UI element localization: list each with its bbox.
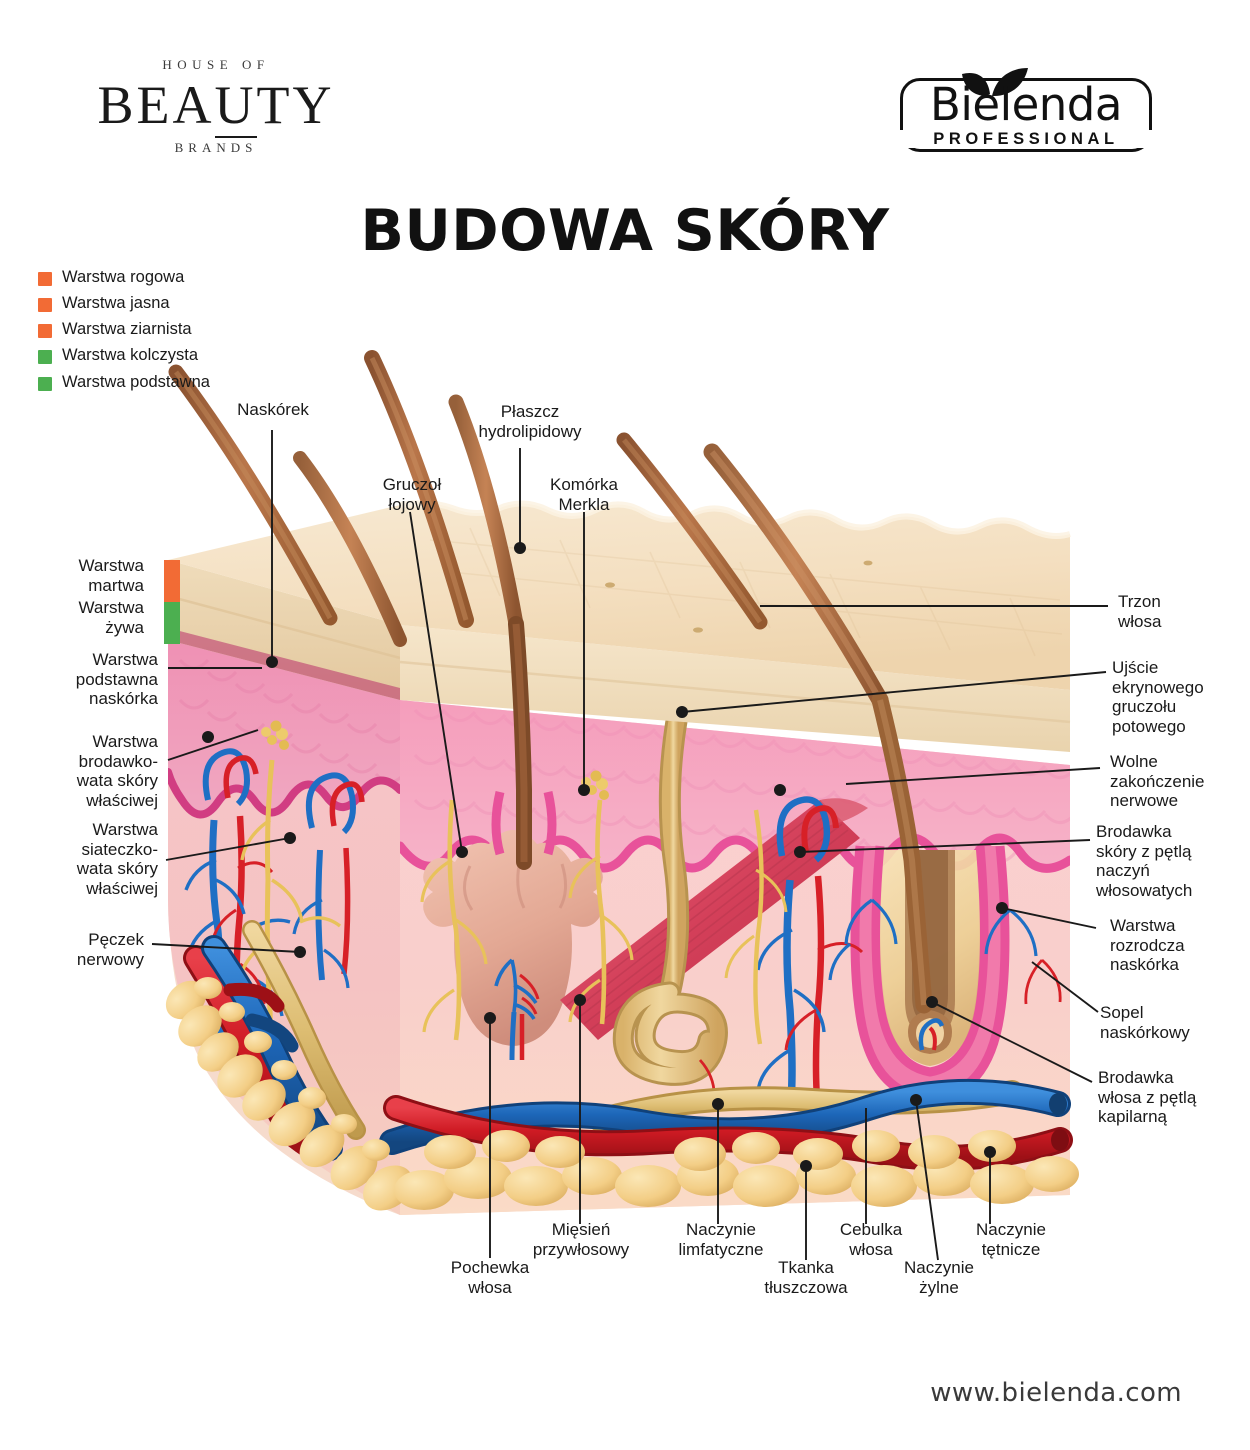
legend-item: Warstwa ziarnista (38, 320, 223, 339)
legend-label: Warstwa podstawna (62, 372, 210, 391)
label-pochewka-wlosa: Pochewka włosa (450, 1258, 530, 1297)
label-miesien-przywlosowy: Mięsień przywłosowy (532, 1220, 630, 1259)
legend-label: Warstwa kolczysta (62, 346, 198, 365)
layer-bar-dead (164, 560, 180, 602)
label-warstwa-podstawna-naskorka: Warstwa podstawna naskórka (75, 650, 158, 709)
label-warstwa-martwa: Warstwa martwa (78, 556, 145, 595)
label-brodawka-wlosa-z-petla: Brodawka włosa z pętlą kapilarną (1098, 1068, 1197, 1127)
label-sopel-naskorkowy: Sopel naskórkowy (1100, 1003, 1190, 1042)
epidermis-left-face (168, 560, 400, 700)
arrector-pili-muscle (560, 798, 868, 1040)
hob-part-b: TY (256, 75, 335, 135)
legend-swatch (38, 324, 52, 339)
legend-swatch (38, 376, 52, 391)
epidermis-top-surface (168, 503, 1070, 690)
papillary-dermis-left (168, 640, 400, 815)
dermis-left-face (168, 640, 400, 1215)
merkel-cell (581, 770, 609, 800)
website-url: www.bielenda.com (930, 1378, 1182, 1408)
subcutaneous-layer (168, 900, 1070, 1215)
bielenda-professional-logo: Bielenda PROFESSIONAL (900, 68, 1160, 156)
label-gruczol-lojowy: Gruczoł łojowy (382, 475, 442, 514)
hair-follicle-sheath (850, 845, 1010, 1103)
deep-vascular-plexus (379, 1079, 1073, 1171)
label-plaszcz-hydrolipidowy: Płaszcz hydrolipidowy (478, 402, 582, 441)
epidermis-front-face (400, 625, 1070, 752)
eccrine-sweat-gland (612, 701, 728, 1086)
label-ujscie-ekrynowego-gruczolu-potowego: Ujście ekrynowego gruczołu potowego (1112, 658, 1204, 737)
label-cebulka-wlosa: Cebulka włosa (839, 1220, 903, 1259)
label-peczek-nerwowy: Pęczek nerwowy (76, 930, 144, 969)
left-face-vessels (183, 920, 366, 1163)
dermal-vessels-left (184, 720, 365, 1111)
label-brodawka-skory-z-petla: Brodawka skóry z pętlą naczyń włosowatyc… (1096, 822, 1193, 901)
leaf-icon (962, 68, 1028, 96)
meissner-corpuscle (261, 720, 289, 750)
hob-part-u: U (214, 75, 257, 138)
label-warstwa-zywa: Warstwa żywa (78, 598, 145, 637)
layer-bar-alive (164, 602, 180, 644)
label-trzon-wlosa: Trzon włosa (1118, 592, 1162, 631)
legend-label: Warstwa jasna (62, 294, 170, 313)
label-naczynie-zylne: Naczynie żylne (904, 1258, 974, 1297)
leader-dots (202, 542, 1008, 1172)
page-title: BUDOWA SKÓRY (360, 198, 890, 264)
logo-frame (900, 78, 1152, 152)
legend-swatch (38, 272, 52, 286)
dermal-vessels-right (420, 770, 1062, 1111)
legend-label: Warstwa ziarnista (62, 320, 192, 339)
papillary-dermis-right (400, 700, 1070, 869)
label-komorka-merkla: Komórka Merkla (549, 475, 619, 514)
left-hair-follicle (491, 790, 557, 856)
label-naskorek: Naskórek (237, 400, 309, 419)
dermis-right-face (400, 700, 1070, 1215)
legend-item: Warstwa podstawna (38, 373, 223, 392)
label-naczynie-tetnicze: Naczynie tętnicze (976, 1220, 1046, 1259)
hob-top-text: HOUSE OF (162, 57, 270, 72)
label-warstwa-siateczkowata: Warstwa siateczko- wata skóry właściwej (76, 820, 158, 899)
label-tkanka-tluszczowa: Tkanka tłuszczowa (764, 1258, 848, 1297)
skin-pores (605, 560, 873, 633)
label-warstwa-rozrodcza-naskorka: Warstwa rozrodcza naskórka (1110, 916, 1185, 975)
leader-lines (151, 430, 1108, 1261)
hob-wordmark: BEAUTY (97, 75, 335, 138)
epidermis-layer-legend: Warstwa rogowa Warstwa jasna Warstwa zia… (38, 268, 223, 399)
label-wolne-zakonczenie-nerwowe: Wolne zakończenie nerwowe (1110, 752, 1205, 811)
legend-label: Warstwa rogowa (62, 268, 185, 286)
label-naczynie-limfatyczne: Naczynie limfatyczne (678, 1220, 764, 1259)
legend-swatch (38, 350, 52, 365)
legend-item: Warstwa kolczysta (38, 346, 223, 365)
brand-wordmark: Bielenda (930, 78, 1122, 131)
legend-item: Warstwa rogowa (38, 268, 223, 287)
brand-subtitle: PROFESSIONAL (900, 130, 1152, 149)
legend-swatch (38, 298, 52, 313)
house-of-beauty-logo: HOUSE OF BEAUTY BRANDS (96, 58, 336, 154)
sebaceous-gland (423, 830, 603, 1061)
hob-part-a: BEA (97, 75, 215, 135)
label-warstwa-brodawkowata: Warstwa brodawko- wata skóry właściwej (76, 732, 158, 811)
hair-shafts (168, 350, 933, 1014)
hob-bottom-text: BRANDS (174, 140, 258, 155)
fat-lobules (165, 977, 1079, 1211)
legend-item: Warstwa jasna (38, 294, 223, 313)
